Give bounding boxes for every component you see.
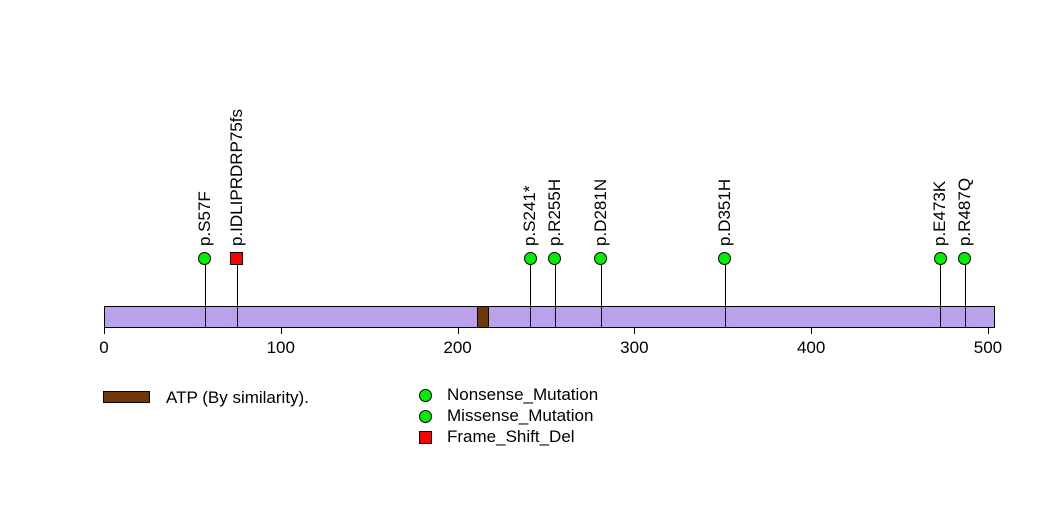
mutation-marker[interactable]	[718, 251, 732, 265]
mutation-stem	[964, 258, 966, 328]
mutation-label: p.S57F	[194, 191, 214, 246]
axis-tick-label: 400	[796, 338, 826, 357]
mutation-stem	[724, 258, 726, 328]
legend-domain-swatch	[103, 391, 150, 403]
mutation-stem	[940, 258, 942, 328]
legend-mutation-label: Frame_Shift_Del	[447, 427, 575, 446]
mutation-marker[interactable]	[958, 251, 972, 265]
mutation-label: p.R255H	[544, 178, 564, 246]
mutation-marker[interactable]	[594, 251, 608, 265]
frame-shift-del-swatch	[418, 430, 432, 444]
mutation-marker[interactable]	[523, 251, 537, 265]
nonsense-mutation-swatch	[418, 388, 432, 402]
legend-mutation-label: Missense_Mutation	[447, 406, 594, 425]
axis-tick	[811, 328, 813, 334]
axis-tick	[634, 328, 636, 334]
mutation-marker[interactable]	[230, 251, 244, 265]
axis-tick-label: 500	[973, 338, 1003, 357]
protein-backbone-bar	[104, 306, 995, 328]
missense-mutation-swatch	[418, 409, 432, 423]
protein-domain-box	[477, 306, 490, 328]
mutation-marker[interactable]	[548, 251, 562, 265]
mutation-label: p.D351H	[714, 178, 734, 246]
mutation-label: p.R487Q	[954, 177, 974, 246]
axis-tick	[280, 328, 282, 334]
axis-tick	[104, 328, 105, 334]
mutation-label: p.D281N	[590, 178, 610, 246]
axis-tick-label: 200	[443, 338, 472, 357]
mutation-stem	[530, 258, 532, 328]
mutation-marker[interactable]	[198, 251, 212, 265]
mutation-label: p.S241*	[520, 185, 540, 247]
legend-mutation-label: Nonsense_Mutation	[447, 385, 599, 404]
mutation-stem	[554, 258, 556, 328]
axis-tick-label: 0	[99, 338, 109, 357]
mutation-label: p.E473K	[930, 180, 950, 246]
mutation-stem	[204, 258, 206, 328]
legend-domain-label: ATP (By similarity).	[166, 388, 309, 407]
axis-tick-label: 300	[620, 338, 649, 357]
axis-tick	[457, 328, 459, 334]
axis-tick-label: 100	[266, 338, 295, 357]
mutation-marker[interactable]	[933, 251, 947, 265]
mutation-stem	[236, 258, 238, 328]
mutation-stem	[600, 258, 602, 328]
axis-tick	[987, 328, 989, 334]
mutation-label: p.IDLIPRDRP75fs	[226, 109, 246, 246]
